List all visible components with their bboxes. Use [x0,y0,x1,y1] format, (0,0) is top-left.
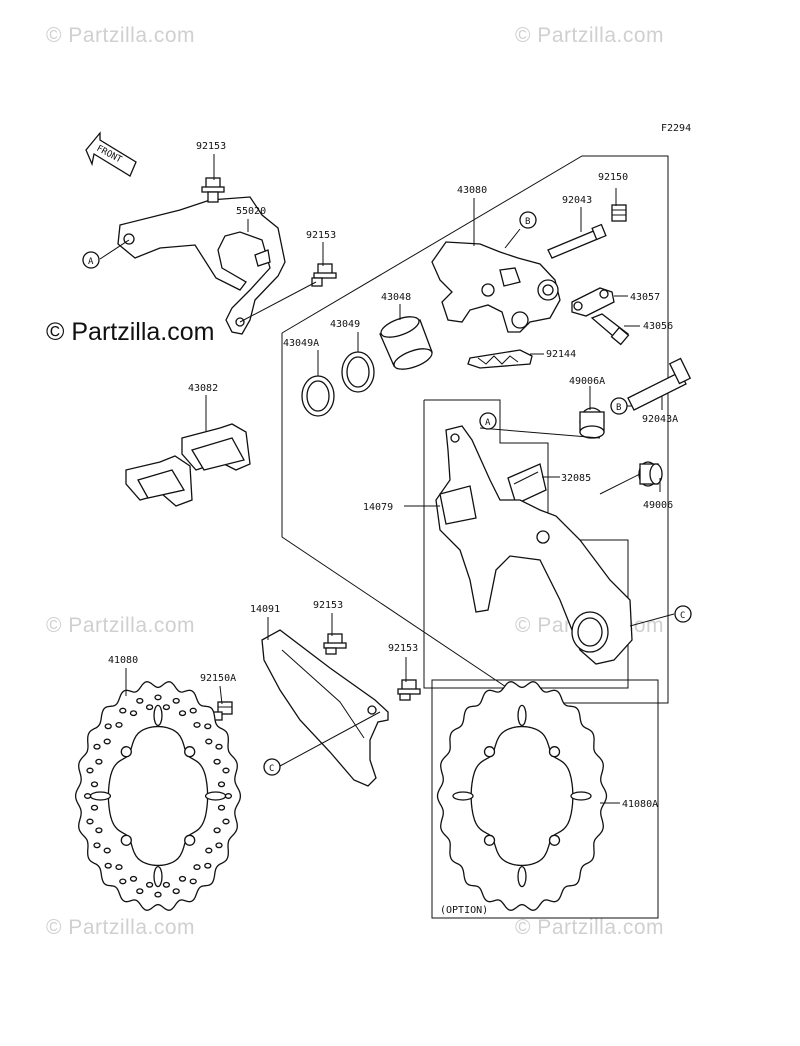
option-label: (OPTION) [440,905,488,916]
brake-disc-41080 [74,681,242,911]
ref-c-1: C [680,611,685,621]
clip-32085 [507,463,547,505]
brake-disc-41080A [436,681,608,911]
brake-bracket-plate [117,196,286,335]
watermark-top-left: © Partzilla.com [46,24,196,47]
label-43056: 43056 [643,321,673,332]
ref-markers: A B A B C C [82,211,692,776]
bolt-92153-mid [311,263,337,287]
seal-43049 [341,351,375,393]
label-32085: 32085 [561,473,591,484]
label-43048: 43048 [381,292,411,303]
leader-lines [99,154,675,804]
label-14091: 14091 [250,604,280,615]
ref-a-2: A [485,418,491,428]
label-43049A: 43049A [283,338,319,349]
plug-92150 [611,204,627,222]
watermark-top-right: © Partzilla.com [515,24,665,47]
label-43057: 43057 [630,292,660,303]
label-92043A: 92043A [642,414,678,425]
bolt-92153-lower-1 [323,633,347,655]
label-41080: 41080 [108,655,138,666]
label-92150: 92150 [598,172,628,183]
bolt-92150A [211,701,233,721]
label-41080A: 41080A [622,799,658,810]
label-92150A: 92150A [200,673,236,684]
bleeder-cap-43057 [571,287,615,317]
label-92153-top: 92153 [196,141,226,152]
brake-pads-43082 [125,423,251,507]
bolt-92153-lower-2 [397,679,421,701]
watermark-bottom-left: © Partzilla.com [46,916,196,939]
spring-92144 [467,349,533,369]
pin-92043A [627,357,692,411]
bolt-49006 [638,461,663,487]
caliper-body [431,241,561,333]
ref-b-2: B [616,403,621,413]
piston-43048 [379,316,433,370]
pin-92043 [547,223,607,259]
ref-a-1: A [88,257,94,267]
caliper-bracket-14079 [435,425,633,665]
label-92153-lower-2: 92153 [388,643,418,654]
figure-code: F2294 [661,123,691,134]
front-arrow-icon: FRONT [85,131,137,177]
label-49006A: 49006A [569,376,605,387]
label-43049: 43049 [330,319,360,330]
ref-b-1: B [525,217,530,227]
part-labels: 92153 55020 92153 43080 92043 92150 4305… [108,141,678,810]
label-92153-mid: 92153 [306,230,336,241]
bleeder-valve-43056 [590,313,630,346]
label-43082: 43082 [188,383,218,394]
label-92153-lower-1: 92153 [313,600,343,611]
bolt-92153-top [201,177,225,203]
watermark-main: © Partzilla.com [46,318,215,346]
disc-guard-14091 [261,629,389,787]
watermark-mid-left: © Partzilla.com [46,614,196,637]
label-92043: 92043 [562,195,592,206]
label-43080: 43080 [457,185,487,196]
ref-c-2: C [269,764,274,774]
label-55020: 55020 [236,206,266,217]
option-frame [431,679,659,919]
label-14079: 14079 [363,502,393,513]
label-49006: 49006 [643,500,673,511]
caliper-assembly-frame [281,155,669,704]
bushing-49006A [579,407,605,439]
watermark-bottom-right: © Partzilla.com [515,916,665,939]
label-92144: 92144 [546,349,576,360]
seal-43049A [301,375,335,417]
